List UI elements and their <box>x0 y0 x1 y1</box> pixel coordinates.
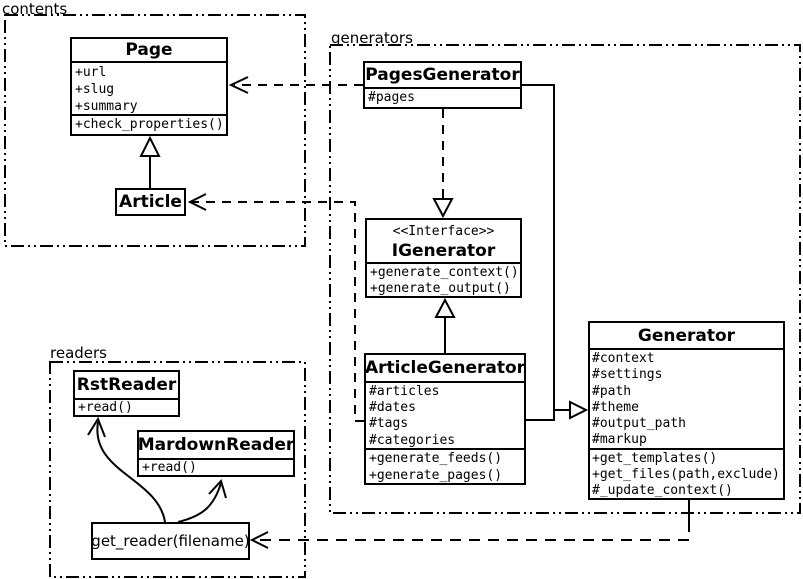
attribute: #articles <box>369 384 440 399</box>
method: +check_properties() <box>75 117 224 132</box>
package-generators-label: generators <box>331 29 413 47</box>
class-page-methods: +check_properties() <box>72 114 226 134</box>
class-pagesgenerator: PagesGenerator #pages <box>363 61 522 109</box>
class-page-name: Page <box>125 40 173 60</box>
class-articlegenerator-name: ArticleGenerator <box>364 358 526 378</box>
attribute: #markup <box>592 432 647 448</box>
function-get-reader-label: get_reader(filename) <box>91 532 250 550</box>
class-article-name: Article <box>119 192 182 212</box>
class-rstreader-methods: +read() <box>75 398 178 415</box>
package-contents-label: contents <box>2 0 68 18</box>
class-page-attributes: +url +slug +summary <box>72 61 226 114</box>
class-igenerator-methods: +generate_context() +generate_output() <box>367 262 520 296</box>
method: +read() <box>78 400 133 415</box>
package-generators-border <box>329 44 801 514</box>
class-mardownreader: MardownReader +read() <box>137 430 295 477</box>
method: +get_files(path,exclude) <box>592 467 780 482</box>
edge-generators-trunk <box>522 84 555 421</box>
edge-articlegenerator-article <box>192 201 364 422</box>
class-pagesgenerator-attributes: #pages <box>365 87 520 107</box>
open-arrowhead-getreader <box>249 531 269 549</box>
triangle-igenerator-bottom-arrowhead <box>434 297 456 318</box>
method: +generate_output() <box>370 281 511 296</box>
attribute: #theme <box>592 399 639 415</box>
attribute: +summary <box>75 99 138 114</box>
class-generator-attributes: #context #settings #path #theme #output_… <box>590 348 783 448</box>
method: +generate_feeds() <box>369 451 503 466</box>
method: +generate_context() <box>370 265 519 280</box>
function-get-reader: get_reader(filename) <box>91 522 250 560</box>
method: +get_templates() <box>592 451 718 466</box>
edge-generator-getreader <box>256 521 690 541</box>
class-article: Article <box>115 188 186 216</box>
triangle-generator-arrowhead <box>569 400 589 420</box>
attribute: #output_path <box>592 416 686 432</box>
package-contents-border <box>4 14 306 247</box>
attribute: +slug <box>75 82 115 97</box>
method: +generate_pages() <box>369 467 503 483</box>
edge-getreader-rstreader <box>96 421 166 523</box>
edge-getreader-mardownreader <box>177 482 222 523</box>
attribute: +url <box>75 65 107 80</box>
class-articlegenerator-methods: +generate_feeds() +generate_pages() <box>366 448 524 483</box>
class-igenerator-name: IGenerator <box>391 241 496 261</box>
class-generator: Generator #context #settings #path #them… <box>588 321 785 500</box>
class-igenerator-stereotype: <<Interface>> <box>392 224 495 239</box>
attribute: #categories <box>369 432 456 448</box>
open-arrowhead-page <box>228 76 249 94</box>
method: #_update_context() <box>592 483 733 498</box>
package-readers-border <box>49 361 306 578</box>
class-articlegenerator-attributes: #articles #dates #tags #categories <box>366 381 524 448</box>
method: +read() <box>142 460 197 475</box>
class-rstreader: RstReader +read() <box>73 370 180 417</box>
package-readers-label: readers <box>50 344 107 362</box>
attribute: #dates <box>369 400 416 416</box>
triangle-igenerator-top-arrowhead <box>432 198 454 219</box>
class-pagesgenerator-name: PagesGenerator <box>365 65 520 85</box>
attribute: #settings <box>592 367 663 383</box>
open-arrowhead-rstreader <box>87 416 106 438</box>
class-igenerator: <<Interface>> IGenerator +generate_conte… <box>365 218 522 298</box>
attribute: #tags <box>369 416 409 432</box>
attribute: #path <box>592 383 632 399</box>
class-page: Page +url +slug +summary +check_properti… <box>70 37 228 136</box>
class-generator-methods: +get_templates() +get_files(path,exclude… <box>590 448 783 498</box>
class-mardownreader-name: MardownReader <box>137 435 295 455</box>
class-articlegenerator: ArticleGenerator #articles #dates #tags … <box>364 353 526 485</box>
class-mardownreader-methods: +read() <box>139 458 293 475</box>
class-rstreader-name: RstReader <box>76 375 177 395</box>
open-arrowhead-mardownreader <box>208 479 227 499</box>
class-generator-name: Generator <box>637 325 736 346</box>
attribute: #pages <box>368 90 415 105</box>
class-igenerator-header: <<Interface>> IGenerator <box>367 220 520 262</box>
attribute: #context <box>592 351 655 366</box>
open-arrowhead-article <box>187 193 207 211</box>
triangle-page-arrowhead <box>139 135 161 157</box>
